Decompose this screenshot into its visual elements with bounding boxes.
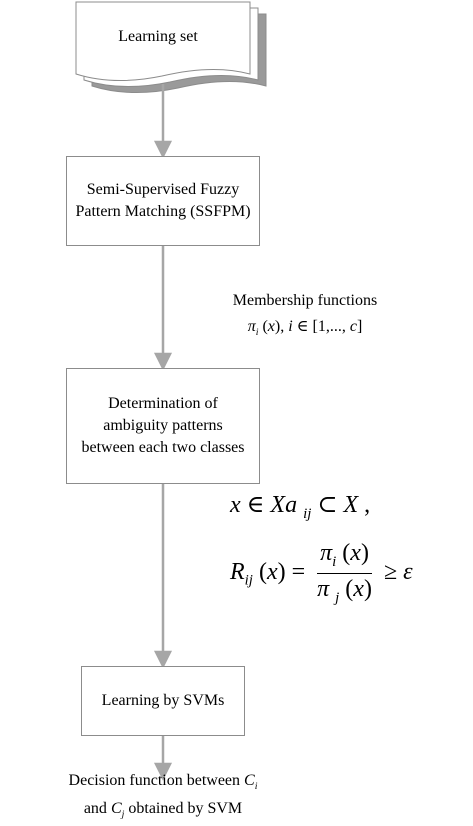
output-ci: C [244,772,255,789]
output-label: Decision function between Ci and Cj obta… [18,770,308,826]
output-cj: C [110,800,122,818]
output-and: and [83,800,107,818]
svm-learning-label: Learning by SVMs [101,692,225,709]
arrowhead-4 [153,762,173,781]
output-ci-sub: i [254,781,258,793]
output-line2-suffix: obtained by SVM [128,800,243,818]
arrowhead-1 [153,140,173,159]
ambiguity-set-condition: x ∈ Xa ij ⊂ X , [230,492,371,522]
arrowhead-3 [153,650,173,669]
learning-set-label: Learning set [118,28,198,45]
ratio-condition: Rij (x) = πi (x) π j (x) ≥ ε [230,540,413,606]
ambiguity-box: Determination of ambiguity patterns betw… [66,368,260,484]
output-cj-sub: j [121,809,125,821]
ssfpm-label: Semi-Supervised Fuzzy Pattern Matching (… [75,181,251,220]
svm-learning-box: Learning by SVMs [81,666,245,736]
ratio-fraction: πi (x) π j (x) [317,540,372,606]
ssfpm-box: Semi-Supervised Fuzzy Pattern Matching (… [66,156,260,246]
arrowhead-2 [153,352,173,371]
learning-set-document-icon [75,1,267,93]
ambiguity-label: Determination of ambiguity patterns betw… [81,395,245,456]
output-line1: Decision function between [68,772,241,789]
membership-functions-formula: πi (x), i ∈ [1,..., c] [247,318,363,339]
membership-functions-label: Membership functions [232,292,378,309]
